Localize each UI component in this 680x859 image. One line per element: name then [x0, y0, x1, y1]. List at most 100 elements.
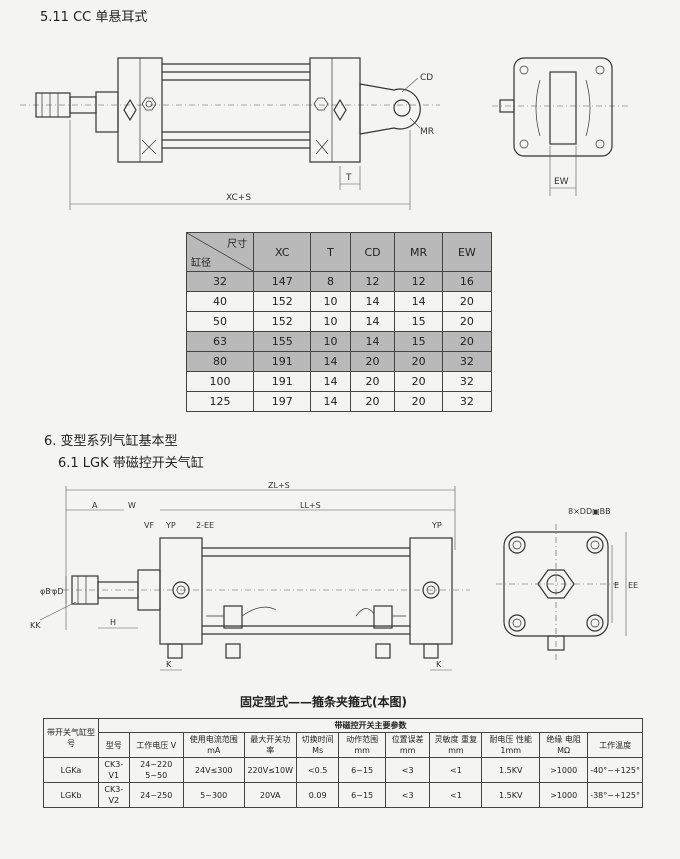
table2-cell: CK3-V2: [98, 782, 130, 808]
section-6-1-title: 6.1 LGK 带磁控开关气缸: [58, 456, 204, 471]
table1-corner-header: 尺寸 缸径: [186, 232, 254, 272]
table1-cell-bore: 80: [186, 351, 254, 372]
dim-cd: CD: [420, 73, 433, 83]
dim-2-ee: 2-EE: [196, 521, 214, 530]
table2-col-header: 型号: [98, 732, 130, 758]
dim-yp: YP: [165, 521, 176, 530]
dim-h: H: [110, 618, 116, 627]
table1-col-header: MR: [394, 232, 443, 272]
table2-cell-model: LGKa: [43, 757, 99, 783]
dim-xc-s: XC+S: [226, 193, 251, 203]
table1-cell-xc: 147: [252, 271, 312, 292]
table2-cell: <0.5: [295, 757, 340, 783]
table2-cell: 6~15: [338, 757, 386, 783]
table2-col-header: 动作范围 mm: [338, 732, 386, 758]
table1-cell-t: 10: [310, 331, 351, 352]
table1-cell-t: 14: [310, 351, 351, 372]
dim-ew: EW: [554, 177, 569, 187]
table2-cell: -40°~+125°: [587, 757, 643, 783]
dim-mr: MR: [420, 127, 434, 137]
table2-col-header: 耐电压 性能 1mm: [481, 732, 541, 758]
table2-col-header: 工作温度: [587, 732, 643, 758]
dim-kk: KK: [30, 621, 41, 630]
table1-col-header: EW: [441, 232, 493, 272]
table1-cell-bore: 100: [186, 371, 254, 392]
table1-cell-ew: 32: [441, 371, 493, 392]
table1-cell-xc: 152: [252, 311, 312, 332]
table2-group-header: 带磁控开关主要参数: [98, 718, 643, 733]
table1-cell-t: 10: [310, 311, 351, 332]
table1-cell-t: 14: [310, 391, 351, 412]
table2-cell: 5~300: [182, 782, 245, 808]
clevis-cylinder-drawing: CD MR T XC+S EW: [20, 57, 628, 210]
table2-cell: >1000: [539, 757, 589, 783]
table1-cell-cd: 14: [349, 331, 396, 352]
table1-cell-mr: 20: [394, 371, 443, 392]
table2-col-header: 使用电流范围 mA: [182, 732, 245, 758]
table1-cell-cd: 14: [349, 291, 396, 312]
table1-cell-mr: 15: [394, 311, 443, 332]
table2-cell: 1.5KV: [481, 757, 541, 783]
table2-cell: 20VA: [243, 782, 297, 808]
dim-a: A: [92, 501, 98, 510]
dim-k-left: K: [166, 660, 172, 669]
table1-cell-t: 10: [310, 291, 351, 312]
section-5-11-title: 5.11 CC 单悬耳式: [40, 10, 148, 25]
table1-cell-xc: 191: [252, 371, 312, 392]
dim-t: T: [345, 173, 352, 183]
table1-cell-t: 14: [310, 371, 351, 392]
table1-cell-ew: 20: [441, 311, 493, 332]
table1-cell-bore: 125: [186, 391, 254, 412]
table1-cell-t: 8: [310, 271, 351, 292]
dim-phi-d: φD: [52, 587, 63, 596]
lgk-cylinder-drawing: ZL+S LL+S A W VF YP 2-EE YP K K φB φD KK…: [30, 481, 638, 671]
dim-yp-right: YP: [431, 521, 442, 530]
table2-cell: 24~220 5~50: [128, 757, 184, 783]
dim-w: W: [128, 501, 136, 510]
table2-cell: <3: [384, 757, 431, 783]
dim-e: E: [614, 581, 619, 590]
table1-cell-mr: 15: [394, 331, 443, 352]
table1-cell-cd: 20: [349, 351, 396, 372]
dim-vf: VF: [144, 521, 154, 530]
table1-cell-ew: 20: [441, 291, 493, 312]
table1-col-header: CD: [349, 232, 396, 272]
table1-cell-mr: 12: [394, 271, 443, 292]
dim-ee-right: EE: [628, 581, 638, 590]
table2-model-header: 带开关气缸型号: [43, 718, 99, 758]
table1-cell-xc: 197: [252, 391, 312, 412]
table2-cell-model: LGKb: [43, 782, 99, 808]
table1-cell-ew: 32: [441, 391, 493, 412]
table2-cell: 1.5KV: [481, 782, 541, 808]
table2-col-header: 绝缘 电阻 MΩ: [539, 732, 589, 758]
table2-cell: <3: [384, 782, 431, 808]
table1-cell-cd: 20: [349, 391, 396, 412]
table2-col-header: 工作电压 V: [128, 732, 184, 758]
dim-k-right: K: [436, 660, 442, 669]
table1-cell-mr: 20: [394, 351, 443, 372]
table2-cell: <1: [429, 782, 483, 808]
table2-col-header: 灵敏度 重复 mm: [429, 732, 483, 758]
table1-corner-top: 尺寸: [227, 239, 247, 250]
table2-cell: CK3-V1: [98, 757, 130, 783]
table2-cell: >1000: [539, 782, 589, 808]
table2-cell: 0.09: [295, 782, 340, 808]
table2-cell: -38°~+125°: [587, 782, 643, 808]
table1-cell-xc: 191: [252, 351, 312, 372]
table1-cell-bore: 40: [186, 291, 254, 312]
table1-cell-ew: 20: [441, 331, 493, 352]
table2-cell: <1: [429, 757, 483, 783]
table1-cell-bore: 32: [186, 271, 254, 292]
table1-cell-ew: 16: [441, 271, 493, 292]
table1-col-header: T: [310, 232, 351, 272]
table2-col-header: 位置误差 mm: [384, 732, 431, 758]
